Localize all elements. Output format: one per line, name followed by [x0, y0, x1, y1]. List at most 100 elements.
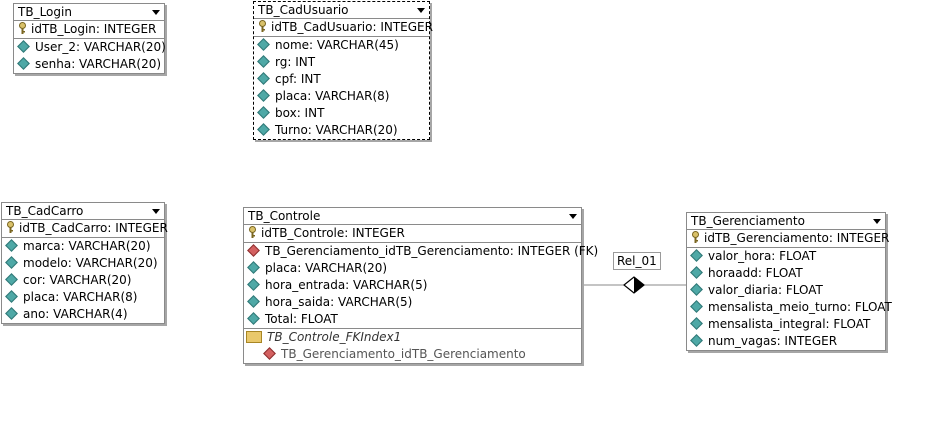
diamond-icon	[257, 72, 270, 85]
caret-down-icon[interactable]	[152, 209, 160, 214]
index-field-label: TB_Gerenciamento_idTB_Gerenciamento	[281, 347, 526, 361]
field-label: idTB_CadCarro: INTEGER	[19, 221, 168, 235]
relationship-diamond-icon	[623, 276, 645, 294]
field-label: cor: VARCHAR(20)	[23, 273, 132, 287]
field-row[interactable]: mensalista_integral: FLOAT	[687, 316, 885, 333]
table-header[interactable]: TB_CadCarro	[2, 203, 164, 220]
field-row[interactable]: rg: INT	[254, 54, 429, 71]
field-label: senha: VARCHAR(20)	[35, 57, 162, 71]
primary-key-row[interactable]: idTB_CadCarro: INTEGER	[2, 220, 168, 238]
field-label: ano: VARCHAR(4)	[23, 307, 128, 321]
field-row[interactable]: Total: FLOAT	[244, 311, 581, 328]
field-label: placa: VARCHAR(8)	[275, 89, 390, 103]
primary-key-row[interactable]: idTB_Gerenciamento: INTEGER	[687, 230, 889, 248]
diamond-icon	[690, 249, 703, 262]
diamond-icon	[257, 38, 270, 51]
key-icon	[249, 226, 256, 238]
field-label: box: INT	[275, 106, 325, 120]
table-tb-cadusuario[interactable]: TB_CadUsuario idTB_CadUsuario: INTEGER n…	[253, 1, 433, 140]
table-tb-gerenciamento[interactable]: TB_Gerenciamento idTB_Gerenciamento: INT…	[686, 212, 892, 351]
field-label: cpf: INT	[275, 72, 321, 86]
caret-down-icon[interactable]	[417, 8, 425, 13]
diamond-icon	[5, 273, 18, 286]
table-tb-cadcarro[interactable]: TB_CadCarro idTB_CadCarro: INTEGER marca…	[1, 202, 168, 324]
field-row[interactable]: nome: VARCHAR(45)	[254, 37, 429, 54]
caret-down-icon[interactable]	[873, 219, 881, 224]
field-label: nome: VARCHAR(45)	[275, 38, 399, 52]
key-icon	[7, 221, 14, 233]
field-label: hora_saida: VARCHAR(5)	[265, 295, 413, 309]
field-row[interactable]: valor_hora: FLOAT	[687, 248, 885, 265]
field-label: placa: VARCHAR(8)	[23, 290, 138, 304]
table-header[interactable]: TB_Controle	[244, 208, 581, 225]
field-row[interactable]: placa: VARCHAR(20)	[244, 260, 581, 277]
field-row[interactable]: placa: VARCHAR(8)	[2, 289, 164, 306]
field-row[interactable]: ano: VARCHAR(4)	[2, 306, 164, 323]
diamond-icon	[17, 40, 30, 53]
diamond-icon	[257, 123, 270, 136]
diamond-icon	[690, 317, 703, 330]
table-header[interactable]: TB_Login	[14, 4, 164, 21]
diamond-icon	[5, 307, 18, 320]
field-row[interactable]: horaadd: FLOAT	[687, 265, 885, 282]
table-title: TB_Controle	[248, 209, 321, 223]
field-row[interactable]: senha: VARCHAR(20)	[14, 56, 164, 73]
field-row[interactable]: placa: VARCHAR(8)	[254, 88, 429, 105]
diamond-icon	[247, 261, 260, 274]
diamond-icon	[690, 334, 703, 347]
caret-down-icon[interactable]	[152, 10, 160, 15]
index-header[interactable]: TB_Controle_FKIndex1	[244, 329, 581, 346]
diamond-icon	[17, 57, 30, 70]
field-label: idTB_CadUsuario: INTEGER	[271, 20, 433, 34]
field-row[interactable]: marca: VARCHAR(20)	[2, 238, 164, 255]
table-header[interactable]: TB_CadUsuario	[254, 2, 429, 19]
field-label: valor_hora: FLOAT	[708, 249, 817, 263]
folder-icon	[246, 330, 262, 343]
diamond-icon	[257, 55, 270, 68]
table-tb-controle[interactable]: TB_Controle idTB_Controle: INTEGER TB_Ge…	[243, 207, 598, 364]
field-label: placa: VARCHAR(20)	[265, 261, 388, 275]
field-row[interactable]: box: INT	[254, 105, 429, 122]
foreign-key-row[interactable]: TB_Gerenciamento_idTB_Gerenciamento: INT…	[244, 243, 598, 260]
field-label: Total: FLOAT	[265, 312, 338, 326]
diamond-icon	[690, 283, 703, 296]
field-label: horaadd: FLOAT	[708, 266, 803, 280]
table-tb-login[interactable]: TB_Login idTB_Login: INTEGER User_2: VAR…	[13, 3, 166, 74]
field-row[interactable]: hora_entrada: VARCHAR(5)	[244, 277, 581, 294]
field-row[interactable]: cpf: INT	[254, 71, 429, 88]
field-label: idTB_Login: INTEGER	[31, 22, 157, 36]
primary-key-row[interactable]: idTB_Controle: INTEGER	[244, 225, 581, 243]
red-diamond-icon	[247, 244, 260, 257]
table-title: TB_CadCarro	[6, 204, 84, 218]
field-label: Turno: VARCHAR(20)	[275, 123, 398, 137]
field-row[interactable]: valor_diaria: FLOAT	[687, 282, 885, 299]
field-row[interactable]: Turno: VARCHAR(20)	[254, 122, 429, 139]
key-icon	[259, 20, 266, 32]
diamond-icon	[690, 300, 703, 313]
table-title: TB_Gerenciamento	[691, 214, 805, 228]
caret-down-icon[interactable]	[569, 214, 577, 219]
field-row[interactable]: mensalista_meio_turno: FLOAT	[687, 299, 892, 316]
field-label: TB_Gerenciamento_idTB_Gerenciamento: INT…	[265, 244, 599, 258]
diamond-icon	[690, 266, 703, 279]
primary-key-row[interactable]: idTB_Login: INTEGER	[14, 21, 164, 39]
field-label: mensalista_meio_turno: FLOAT	[708, 300, 892, 314]
field-label: User_2: VARCHAR(20)	[35, 40, 166, 54]
field-row[interactable]: User_2: VARCHAR(20)	[14, 39, 166, 56]
field-row[interactable]: num_vagas: INTEGER	[687, 333, 885, 350]
field-label: mensalista_integral: FLOAT	[708, 317, 871, 331]
field-label: valor_diaria: FLOAT	[708, 283, 823, 297]
index-field-row[interactable]: TB_Gerenciamento_idTB_Gerenciamento	[244, 346, 581, 363]
field-row[interactable]: modelo: VARCHAR(20)	[2, 255, 164, 272]
diamond-icon	[5, 239, 18, 252]
primary-key-row[interactable]: idTB_CadUsuario: INTEGER	[254, 19, 433, 37]
table-title: TB_Login	[18, 5, 72, 19]
table-header[interactable]: TB_Gerenciamento	[687, 213, 885, 230]
field-row[interactable]: hora_saida: VARCHAR(5)	[244, 294, 581, 311]
relationship-label[interactable]: Rel_01	[613, 252, 661, 270]
field-row[interactable]: cor: VARCHAR(20)	[2, 272, 164, 289]
diamond-icon	[5, 290, 18, 303]
field-label: idTB_Controle: INTEGER	[261, 226, 405, 240]
diamond-icon	[247, 295, 260, 308]
field-label: modelo: VARCHAR(20)	[23, 256, 158, 270]
